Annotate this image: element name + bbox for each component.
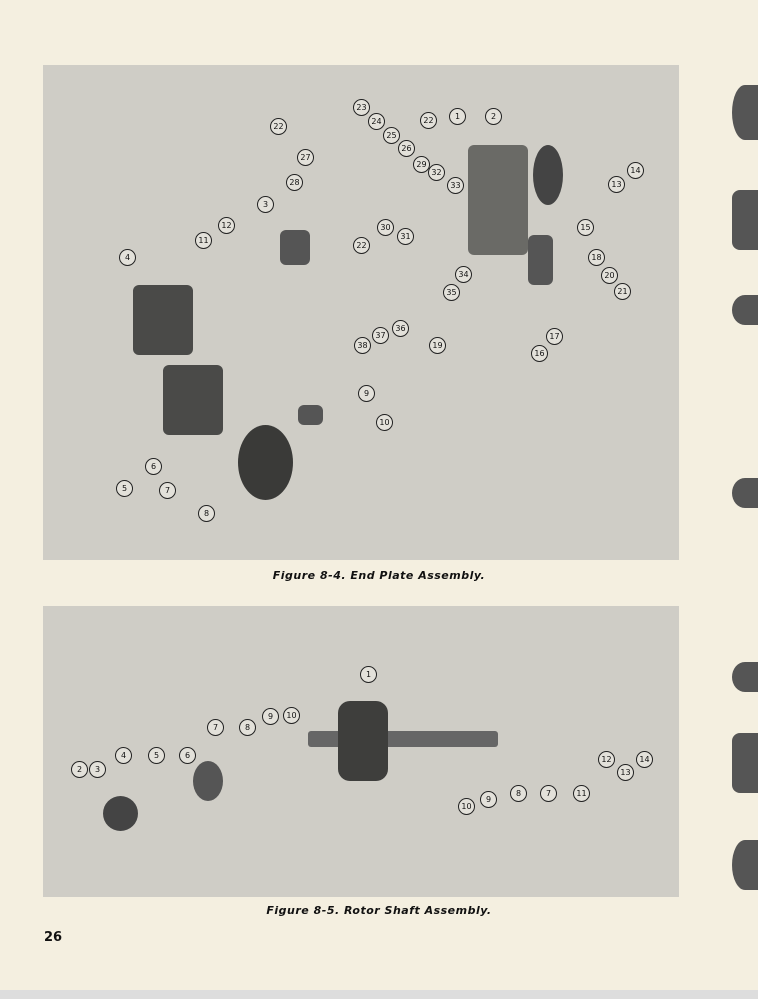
callout-number: 5 bbox=[148, 747, 165, 764]
callout-number: 8 bbox=[239, 719, 256, 736]
callout-number: 19 bbox=[429, 337, 446, 354]
callout-number: 2 bbox=[485, 108, 502, 125]
shaft-part bbox=[308, 731, 498, 747]
callout-number: 30 bbox=[377, 219, 394, 236]
callout-number: 8 bbox=[510, 785, 527, 802]
callout-number: 7 bbox=[207, 719, 224, 736]
callout-number: 1 bbox=[360, 666, 377, 683]
callout-number: 23 bbox=[353, 99, 370, 116]
callout-number: 28 bbox=[286, 174, 303, 191]
callout-number: 38 bbox=[354, 337, 371, 354]
sleeve-part bbox=[298, 405, 323, 425]
callout-number: 32 bbox=[428, 164, 445, 181]
callout-number: 4 bbox=[119, 249, 136, 266]
binder-hole bbox=[732, 85, 758, 140]
callout-number: 1 bbox=[449, 108, 466, 125]
callout-number: 9 bbox=[262, 708, 279, 725]
callout-number: 37 bbox=[372, 327, 389, 344]
figure-8-4-caption: Figure 8-4. End Plate Assembly. bbox=[272, 569, 486, 582]
callout-number: 8 bbox=[198, 505, 215, 522]
callout-number: 21 bbox=[614, 283, 631, 300]
callout-number: 12 bbox=[218, 217, 235, 234]
rotor-shaft-assembly-figure bbox=[43, 606, 679, 897]
binder-hole bbox=[732, 478, 758, 508]
gear-part bbox=[133, 285, 193, 355]
callout-number: 16 bbox=[531, 345, 548, 362]
callout-number: 29 bbox=[413, 156, 430, 173]
callout-number: 6 bbox=[179, 747, 196, 764]
housing-part bbox=[468, 145, 528, 255]
callout-number: 34 bbox=[455, 266, 472, 283]
callout-number: 9 bbox=[358, 385, 375, 402]
callout-number: 2 bbox=[71, 761, 88, 778]
rotor-part bbox=[338, 701, 388, 781]
callout-number: 25 bbox=[383, 127, 400, 144]
callout-number: 4 bbox=[115, 747, 132, 764]
index-tab bbox=[732, 190, 758, 250]
callout-number: 18 bbox=[588, 249, 605, 266]
callout-number: 10 bbox=[458, 798, 475, 815]
callout-number: 22 bbox=[353, 237, 370, 254]
binder-hole bbox=[732, 295, 758, 325]
callout-number: 9 bbox=[480, 791, 497, 808]
callout-number: 10 bbox=[283, 707, 300, 724]
ring-part bbox=[533, 145, 563, 205]
binder-hole bbox=[732, 840, 758, 890]
callout-number: 14 bbox=[636, 751, 653, 768]
callout-number: 15 bbox=[577, 219, 594, 236]
callout-number: 10 bbox=[376, 414, 393, 431]
callout-number: 12 bbox=[598, 751, 615, 768]
end-plate-assembly-figure bbox=[43, 65, 679, 560]
callout-number: 22 bbox=[420, 112, 437, 129]
callout-number: 22 bbox=[270, 118, 287, 135]
callout-number: 6 bbox=[145, 458, 162, 475]
callout-number: 27 bbox=[297, 149, 314, 166]
callout-number: 20 bbox=[601, 267, 618, 284]
callout-number: 24 bbox=[368, 113, 385, 130]
end-plate-part bbox=[238, 425, 293, 500]
callout-number: 14 bbox=[627, 162, 644, 179]
callout-number: 17 bbox=[546, 328, 563, 345]
binder-hole bbox=[732, 662, 758, 692]
gear-part bbox=[163, 365, 223, 435]
callout-number: 5 bbox=[116, 480, 133, 497]
callout-number: 13 bbox=[608, 176, 625, 193]
callout-number: 36 bbox=[392, 320, 409, 337]
page-bottom-edge bbox=[0, 990, 758, 999]
bushing-part bbox=[280, 230, 310, 265]
solenoid-part bbox=[528, 235, 553, 285]
callout-number: 3 bbox=[257, 196, 274, 213]
callout-number: 13 bbox=[617, 764, 634, 781]
callout-number: 31 bbox=[397, 228, 414, 245]
callout-number: 11 bbox=[195, 232, 212, 249]
callout-number: 7 bbox=[159, 482, 176, 499]
callout-number: 7 bbox=[540, 785, 557, 802]
bearing-part bbox=[193, 761, 223, 801]
figure-8-5-caption: Figure 8-5. Rotor Shaft Assembly. bbox=[266, 904, 492, 917]
callout-number: 26 bbox=[398, 140, 415, 157]
callout-number: 33 bbox=[447, 177, 464, 194]
index-tab bbox=[732, 733, 758, 793]
callout-number: 35 bbox=[443, 284, 460, 301]
gear-part bbox=[103, 796, 138, 831]
callout-number: 11 bbox=[573, 785, 590, 802]
callout-number: 3 bbox=[89, 761, 106, 778]
page-number: 26 bbox=[44, 930, 63, 945]
